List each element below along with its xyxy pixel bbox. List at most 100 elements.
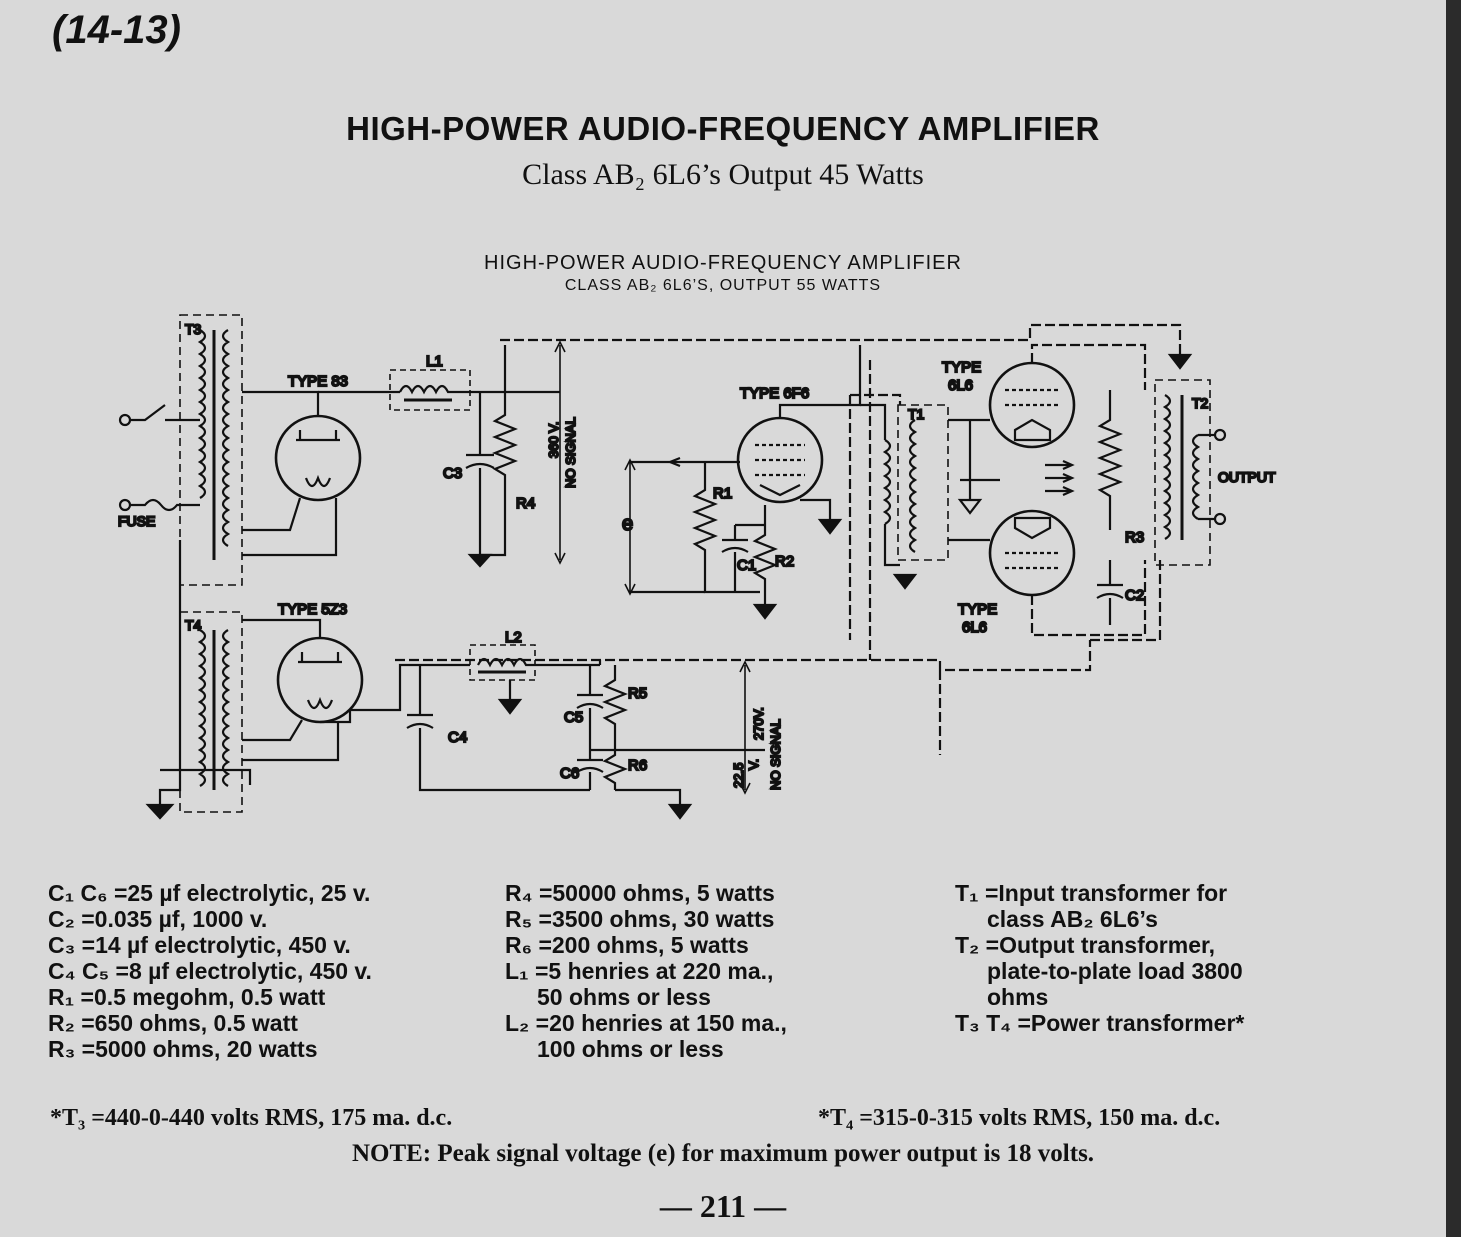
ground-symbol: [667, 803, 693, 820]
mains-lead: [158, 540, 182, 805]
c3-capacitor: [465, 392, 495, 555]
label-c5: C5: [564, 709, 583, 726]
l1-choke-coil: [399, 384, 560, 395]
book-binding-edge: [1446, 0, 1461, 1237]
c5-capacitor: [576, 665, 604, 750]
part-l2: L₂ =20 henries at 150 ma.,: [505, 1010, 787, 1036]
part-c3: C₃ =14 µf electrolytic, 450 v.: [48, 932, 351, 958]
page-number: — 211 —: [659, 1188, 787, 1224]
ground-symbol: [752, 603, 778, 620]
wire: [320, 663, 470, 724]
part-c2: C₂ =0.035 µf, 1000 v.: [48, 906, 268, 932]
t3-enclosure: [179, 314, 243, 586]
t4-primary-coil: [197, 629, 207, 787]
t4-enclosure: [179, 611, 243, 813]
part-t2: T₂ =Output transformer,: [955, 932, 1216, 958]
screen-arrows: [1045, 463, 1070, 493]
fuse-symbol: [130, 498, 200, 512]
ground-symbol: [957, 420, 983, 515]
ground-symbol: [817, 518, 843, 535]
mains-terminal-2: [118, 498, 132, 512]
wire: [800, 498, 832, 520]
label-l1: L1: [426, 353, 443, 370]
footnote-t3: *T₃ =440-0-440 volts RMS, 175 ma. d.c.: [50, 1105, 453, 1131]
tube-6f6-cathode: [759, 484, 801, 497]
t3-secondary-coil: [221, 329, 231, 547]
r6-resistor: [602, 750, 628, 790]
filament-lead: [160, 768, 252, 785]
wire: [242, 498, 338, 557]
label-type-6f6: TYPE 6F6: [740, 385, 809, 402]
diagram-title: HIGH-POWER AUDIO-FREQUENCY AMPLIFIER: [484, 252, 962, 274]
screen-bus: [848, 393, 902, 640]
part-t1: T₁ =Input transformer for: [955, 880, 1228, 906]
wire: [242, 722, 340, 762]
c6-capacitor: [576, 750, 604, 790]
label-r4: R4: [516, 495, 535, 512]
wire: [860, 403, 900, 567]
label-270v-no-signal: NO SIGNAL: [768, 719, 783, 790]
wire: [590, 748, 765, 805]
label-t4: T4: [185, 617, 202, 633]
part-t1-cont: class AB₂ 6L6’s: [987, 906, 1158, 932]
r3-resistor: [1097, 390, 1123, 530]
part-c4-c5: C₄ C₅ =8 µf electrolytic, 450 v.: [48, 958, 372, 984]
l2-enclosure: [469, 644, 536, 681]
ground-symbol: [497, 698, 523, 715]
t4-secondary-coil: [221, 629, 231, 787]
c2-capacitor: [1096, 560, 1124, 625]
plate-lead-bottom: [1030, 560, 1147, 637]
arrow: [667, 456, 681, 468]
parts-list-column-2: R₄ =50000 ohms, 5 watts R₅ =3500 ohms, 3…: [505, 880, 787, 1062]
tube-83-filament: [304, 474, 332, 488]
label-360v: 360 V.: [546, 422, 561, 458]
tube-6l6-top-cathode: [1013, 418, 1052, 442]
parts-list-column-3: T₁ =Input transformer for class AB₂ 6L6’…: [955, 880, 1244, 1036]
output-tube-6l6-top: [988, 361, 1076, 449]
part-r3: R₃ =5000 ohms, 20 watts: [48, 1036, 318, 1062]
tube-83-plates: [296, 430, 340, 442]
arrow: [1062, 459, 1075, 497]
r2-resistor: [752, 505, 778, 592]
c4-capacitor: [406, 665, 590, 792]
r5-resistor: [602, 665, 628, 750]
bus-lead: [868, 360, 1162, 660]
t3-primary-coil: [197, 329, 207, 499]
diagram-subtitle: CLASS AB₂ 6L6’S, OUTPUT 55 WATTS: [564, 277, 882, 294]
label-type-5z3: TYPE 5Z3: [278, 601, 347, 618]
part-r1: R₁ =0.5 megohm, 0.5 watt: [48, 984, 326, 1010]
label-c2: C2: [1125, 587, 1144, 604]
note-peak-signal: NOTE: Peak signal voltage (e) for maximu…: [351, 1140, 1095, 1167]
label-output: OUTPUT: [1218, 469, 1276, 485]
wire: [242, 497, 302, 532]
t2-secondary-coil: [1191, 434, 1201, 520]
tube-6l6-bottom-grids: [1005, 551, 1060, 570]
label-l2: L2: [505, 629, 522, 646]
voltage-arrow-360: [554, 340, 566, 565]
page-title: HIGH-POWER AUDIO-FREQUENCY AMPLIFIER: [346, 110, 1100, 147]
wire: [242, 390, 320, 416]
ground-symbol: [892, 573, 918, 590]
part-r5: R₅ =3500 ohms, 30 watts: [505, 906, 775, 932]
label-type-83: TYPE 83: [288, 373, 348, 390]
label-fuse: FUSE: [118, 513, 155, 529]
section-number: (14-13): [52, 8, 181, 52]
label-22-5: 22.5: [731, 763, 746, 788]
b-plus-bus-2: [395, 640, 1092, 755]
output-terminal-1: [1213, 428, 1227, 442]
footnote-t4: *T₄ =315-0-315 volts RMS, 150 ma. d.c.: [818, 1105, 1221, 1131]
label-360v-no-signal: NO SIGNAL: [563, 417, 578, 488]
page-subtitle: Class AB₂ 6L6’s Output 45 Watts: [522, 158, 924, 191]
b-plus-bus: [500, 323, 1182, 355]
tube-6l6-bottom-cathode: [1013, 516, 1052, 540]
part-r4: R₄ =50000 ohms, 5 watts: [505, 880, 775, 906]
wire: [1198, 433, 1215, 521]
ground-symbol: [467, 553, 493, 568]
wire: [242, 618, 322, 638]
t1-primary-coil: [882, 439, 892, 525]
wire: [778, 345, 862, 418]
ground-symbol: [1167, 353, 1193, 370]
label-type-6l6-top: TYPE: [942, 359, 981, 376]
part-c1-c6: C₁ C₆ =25 µf electrolytic, 25 v.: [48, 880, 371, 906]
